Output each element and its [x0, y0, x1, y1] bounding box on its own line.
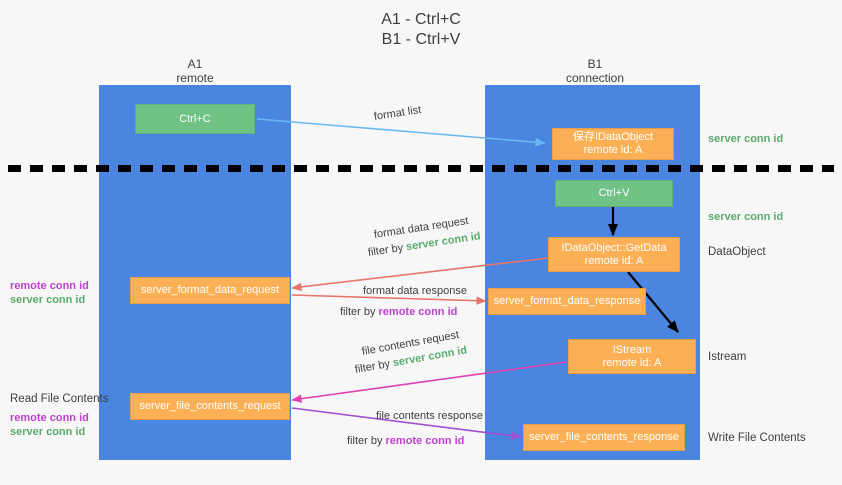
node-save-idataobject-line1: 保存IDataObject — [572, 131, 654, 143]
dashed-divider — [8, 165, 834, 172]
node-istream-line1: IStream — [612, 343, 652, 356]
annotation-istream: Istream — [708, 351, 747, 363]
annotation-server-conn-id-1: server conn id — [708, 133, 784, 145]
node-save-idataobject-line2: remote id: A — [583, 144, 643, 156]
annotation-write-file-contents: Write File Contents — [708, 432, 806, 444]
annotation-server-conn-id-left-2: server conn id — [10, 426, 86, 438]
edge-label-format-data-response: format data response — [363, 285, 467, 297]
node-server-file-contents-response-label: server_file_contents_response — [529, 431, 679, 443]
lane-a1-title: A1 — [187, 57, 203, 71]
node-server-file-contents-request[interactable]: server_file_contents_request — [130, 393, 290, 420]
edge-label-file-contents-response-filter: filter by remote conn id — [347, 434, 464, 448]
title-line-2: B1 - Ctrl+V — [381, 31, 461, 48]
lane-header-b1: B1 connection — [515, 57, 675, 85]
lane-b1-title: B1 — [587, 57, 603, 71]
annotation-dataobject: DataObject — [708, 246, 766, 258]
node-server-format-data-response-label: server_format_data_response — [493, 295, 641, 307]
filter-prefix-2: filter by — [340, 306, 379, 318]
filter-prefix-1: filter by — [367, 241, 407, 259]
filter-prefix-3: filter by — [353, 357, 394, 376]
node-ctrl-v[interactable]: Ctrl+V — [555, 180, 673, 207]
node-ctrl-v-label: Ctrl+V — [598, 187, 630, 199]
node-istream-line2: remote id: A — [602, 356, 662, 369]
lane-header-a1: A1 remote — [115, 57, 275, 85]
node-ctrl-c-label: Ctrl+C — [179, 112, 211, 125]
filter-value-remote-conn-id-1: remote conn id — [378, 306, 458, 318]
node-server-file-contents-request-label: server_file_contents_request — [139, 400, 281, 412]
edge-label-file-contents-response: file contents response — [376, 410, 484, 422]
annotation-server-conn-id-left-1: server conn id — [10, 294, 86, 306]
edge-label-format-data-response-filter: filter by remote conn id — [340, 305, 457, 319]
lane-a1-subtitle: remote — [176, 71, 214, 85]
annotation-read-file-contents: Read File Contents — [10, 393, 109, 405]
node-getdata-line1: IDataObject::GetData — [561, 241, 667, 254]
node-server-file-contents-response[interactable]: server_file_contents_response — [523, 424, 685, 451]
edge-label-format-list: format list — [373, 104, 423, 123]
lane-b1-subtitle: connection — [565, 71, 625, 85]
title-line-1: A1 - Ctrl+C — [381, 11, 461, 28]
node-getdata-line2: remote id: A — [584, 254, 644, 267]
node-server-format-data-request-label: server_format_data_request — [140, 284, 280, 296]
filter-prefix-4: filter by — [347, 435, 386, 447]
annotation-server-conn-id-2: server conn id — [708, 211, 784, 223]
filter-value-remote-conn-id-2: remote conn id — [385, 435, 465, 447]
annotation-remote-conn-id-2: remote conn id — [10, 412, 89, 424]
annotation-remote-conn-id-1: remote conn id — [10, 280, 89, 292]
node-idataobject-getdata[interactable]: IDataObject::GetData remote id: A — [548, 237, 680, 272]
node-ctrl-c[interactable]: Ctrl+C — [135, 104, 255, 134]
node-istream[interactable]: IStream remote id: A — [568, 339, 696, 374]
diagram-title: A1 - Ctrl+C B1 - Ctrl+V — [0, 10, 842, 50]
node-server-format-data-response[interactable]: server_format_data_response — [488, 288, 646, 315]
node-save-idataobject[interactable]: 保存IDataObject remote id: A — [552, 128, 674, 160]
node-server-format-data-request[interactable]: server_format_data_request — [130, 277, 290, 304]
